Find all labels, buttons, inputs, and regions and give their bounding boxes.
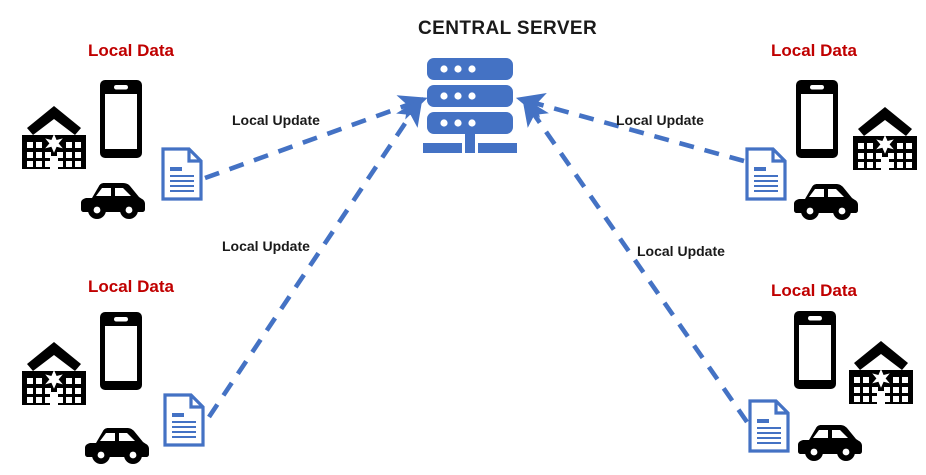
- edge-bottom-right: [522, 97, 749, 424]
- document-icon: [160, 147, 204, 201]
- smartphone-icon: [99, 311, 143, 391]
- hospital-icon: [849, 106, 921, 172]
- smartphone-icon: [793, 310, 837, 390]
- client-label-top-right: Local Data: [771, 41, 857, 60]
- smartphone-icon: [99, 79, 143, 159]
- car-icon: [797, 424, 863, 462]
- client-label-bottom-right: Local Data: [771, 281, 857, 300]
- edge-label-top-left: Local Update: [232, 112, 320, 128]
- hospital-icon: [18, 105, 90, 171]
- car-icon: [80, 182, 146, 220]
- car-icon: [793, 183, 859, 221]
- edge-bottom-left: [207, 96, 423, 419]
- edge-label-bottom-right: Local Update: [637, 243, 725, 259]
- car-icon: [84, 427, 150, 465]
- hospital-icon: [18, 341, 90, 407]
- client-label-bottom-left: Local Data: [88, 277, 174, 296]
- edge-label-bottom-left: Local Update: [222, 238, 310, 254]
- document-icon: [747, 399, 791, 453]
- edge-label-top-right: Local Update: [616, 112, 704, 128]
- edge-top-right: [515, 93, 745, 164]
- page-title: CENTRAL SERVER: [418, 18, 598, 39]
- edge-top-left: [204, 95, 428, 181]
- document-icon: [744, 147, 788, 201]
- server-rack-icon: [420, 55, 520, 155]
- document-icon: [162, 393, 206, 447]
- hospital-icon: [845, 340, 917, 406]
- client-label-top-left: Local Data: [88, 41, 174, 60]
- smartphone-icon: [795, 79, 839, 159]
